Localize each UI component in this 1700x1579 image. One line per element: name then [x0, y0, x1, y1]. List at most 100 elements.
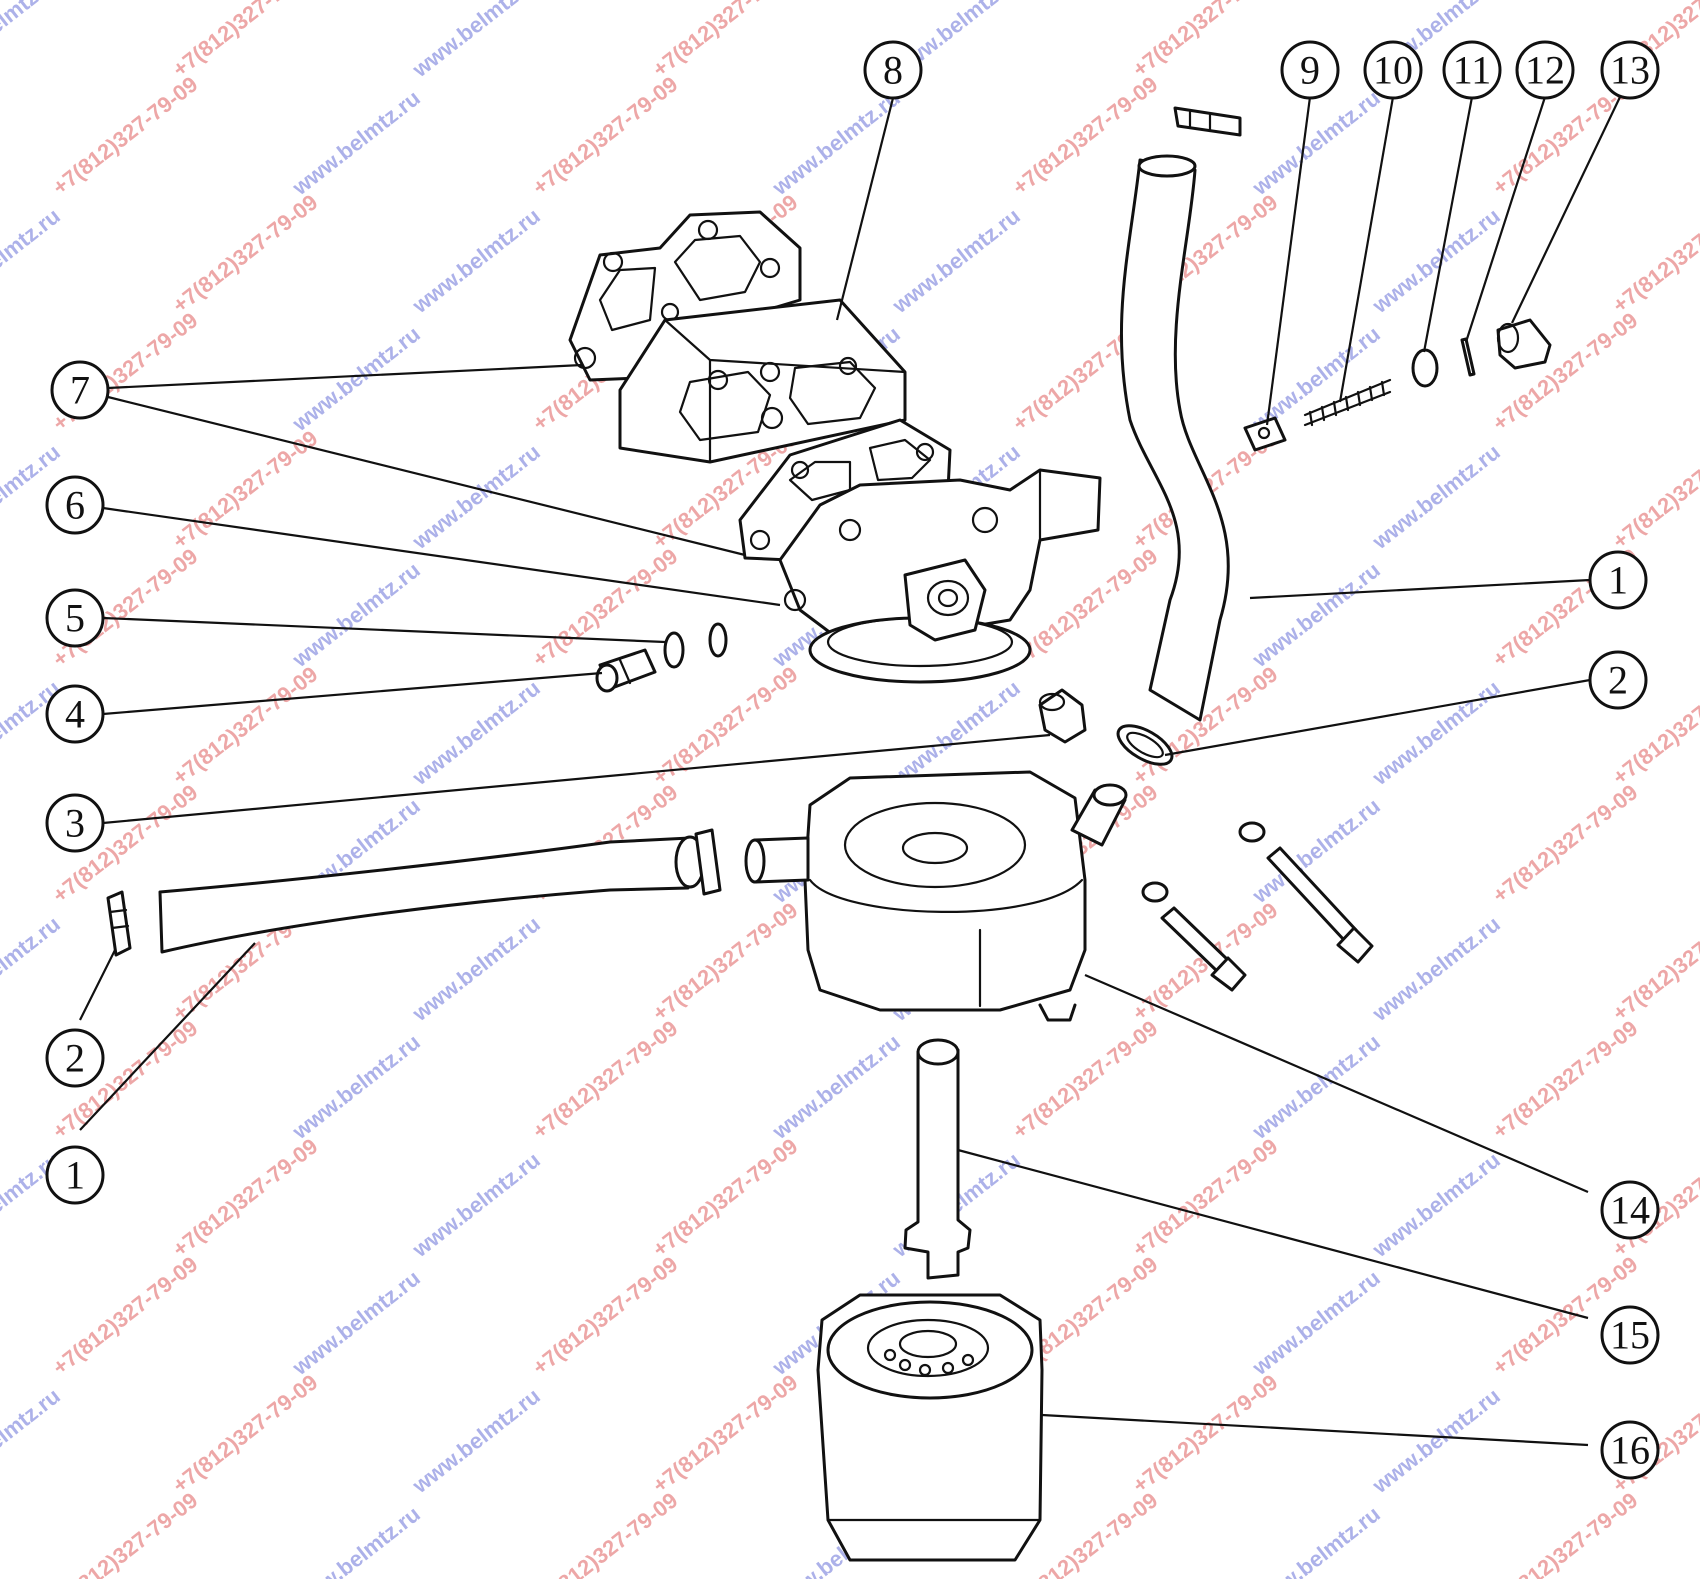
mounting-bolt-b	[1238, 821, 1374, 964]
hose-clamp-lower-right	[694, 828, 722, 896]
callout-1-lower: 1	[45, 1145, 105, 1205]
watermark-text: www.belmtz.ru	[287, 1265, 425, 1380]
svg-text:6: 6	[65, 483, 85, 528]
watermark-text: www.belmtz.ru	[1367, 675, 1505, 790]
svg-text:5: 5	[65, 596, 85, 641]
watermark-text: www.belmtz.ru	[1247, 1265, 1385, 1380]
watermark-text: www.belmtz.ru	[1247, 1501, 1385, 1579]
callout-6: 6	[45, 475, 105, 535]
callout-1-upper: 1	[1588, 550, 1648, 610]
oil-hose-lower	[158, 835, 706, 954]
callout-14: 14	[1600, 1180, 1660, 1240]
watermark-text: www.belmtz.ru	[287, 1029, 425, 1144]
callout-10: 10	[1363, 40, 1423, 100]
watermark-text: www.belmtz.ru	[1367, 1147, 1505, 1262]
svg-text:1: 1	[65, 1153, 85, 1198]
callout-11: 11	[1442, 40, 1502, 100]
watermark-text: +7(812)327-79-09	[1608, 425, 1700, 554]
hose-clamp-lower-left	[106, 890, 132, 957]
svg-text:9: 9	[1300, 48, 1320, 93]
watermark-text: www.belmtz.ru	[407, 203, 545, 318]
banjo-bolt	[595, 648, 657, 693]
watermark-text: www.belmtz.ru	[407, 0, 545, 83]
watermark-text: www.belmtz.ru	[1367, 911, 1505, 1026]
center-tube	[903, 1038, 972, 1280]
watermark-text: www.belmtz.ru	[407, 911, 545, 1026]
watermark-text: +7(812)327-79-09	[168, 0, 323, 82]
svg-text:1: 1	[1608, 558, 1628, 603]
watermark-text: +7(812)327-79-09	[648, 897, 803, 1026]
valve-ball	[1411, 348, 1439, 388]
watermark-text: +7(812)327-79-09	[168, 1133, 323, 1262]
callout-5: 5	[45, 588, 105, 648]
watermark-text: +7(812)327-79-09	[1608, 189, 1700, 318]
callouts: 8 9 10 11 12 13 7 6 5 4 3 1 2 2 1 14 15 …	[45, 40, 1660, 1480]
watermark-text: +7(812)327-79-09	[168, 189, 323, 318]
watermark-text: +7(812)327-79-09	[48, 1487, 203, 1579]
valve-spring	[1303, 378, 1392, 427]
oil-hose-upper	[1119, 154, 1230, 722]
watermark-text: www.belmtz.ru	[407, 439, 545, 554]
callout-3: 3	[45, 793, 105, 853]
watermark-text: +7(812)327-79-09	[1608, 897, 1700, 1026]
watermark-text: +7(812)327-79-09	[168, 1369, 323, 1498]
watermark-text: www.belmtz.ru	[0, 911, 65, 1026]
watermark-text: +7(812)327-79-09	[648, 0, 803, 82]
svg-text:11: 11	[1453, 48, 1492, 93]
adapter-block	[618, 298, 907, 464]
watermark-text: www.belmtz.ru	[767, 1029, 905, 1144]
watermark-text: +7(812)327-79-09	[648, 1133, 803, 1262]
callout-7: 7	[50, 360, 110, 420]
watermark-text: www.belmtz.ru	[1367, 439, 1505, 554]
svg-text:14: 14	[1610, 1188, 1650, 1233]
svg-text:10: 10	[1373, 48, 1413, 93]
watermark-text: www.belmtz.ru	[767, 85, 905, 200]
hose-clamp-upper	[1116, 724, 1174, 766]
callout-13: 13	[1600, 40, 1660, 100]
watermark-text: www.belmtz.ru	[1367, 203, 1505, 318]
watermark-text: www.belmtz.ru	[407, 675, 545, 790]
oil-filter	[816, 1293, 1044, 1562]
leader-lines	[79, 96, 1621, 1447]
svg-text:16: 16	[1610, 1428, 1650, 1473]
svg-text:15: 15	[1610, 1313, 1650, 1358]
watermark-text: +7(812)327-79-09	[648, 1369, 803, 1498]
valve-seat	[1243, 416, 1287, 452]
callout-2-lower: 2	[45, 1028, 105, 1088]
sealing-washer-b	[708, 622, 728, 658]
callout-9: 9	[1280, 40, 1340, 100]
svg-text:2: 2	[65, 1036, 85, 1081]
watermark-text: www.belmtz.ru	[407, 1383, 545, 1498]
watermark-text: www.belmtz.ru	[0, 203, 65, 318]
plug	[1038, 688, 1087, 744]
watermark-text: +7(812)327-79-09	[168, 661, 323, 790]
watermark-text: +7(812)327-79-09	[48, 71, 203, 200]
watermark-text: www.belmtz.ru	[0, 0, 65, 83]
callout-2-upper: 2	[1588, 650, 1648, 710]
watermark-text: +7(812)327-79-09	[48, 1251, 203, 1380]
filter-head-housing	[778, 468, 1102, 684]
svg-text:8: 8	[883, 48, 903, 93]
watermark-text: www.belmtz.ru	[287, 1501, 425, 1579]
callout-4: 4	[45, 684, 105, 744]
watermark-text: +7(812)327-79-09	[1128, 0, 1283, 82]
svg-text:3: 3	[65, 801, 85, 846]
svg-text:4: 4	[65, 692, 85, 737]
sealing-washer-a	[663, 631, 685, 669]
watermark-text: +7(812)327-79-09	[1128, 1133, 1283, 1262]
svg-text:2: 2	[1608, 658, 1628, 703]
svg-text:13: 13	[1610, 48, 1650, 93]
watermark-text: www.belmtz.ru	[1247, 557, 1385, 672]
mounting-bolt-a	[1141, 881, 1247, 992]
callout-12: 12	[1515, 40, 1575, 100]
watermark-text: +7(812)327-79-09	[1488, 1487, 1643, 1579]
watermark-text: +7(812)327-79-09	[528, 71, 683, 200]
watermark-text: www.belmtz.ru	[1247, 85, 1385, 200]
watermark-text: www.belmtz.ru	[1367, 1383, 1505, 1498]
callout-16: 16	[1600, 1420, 1660, 1480]
watermark-text: +7(812)327-79-09	[528, 543, 683, 672]
callout-15: 15	[1600, 1305, 1660, 1365]
watermark-text: www.belmtz.ru	[887, 203, 1025, 318]
watermark-text: www.belmtz.ru	[407, 1147, 545, 1262]
